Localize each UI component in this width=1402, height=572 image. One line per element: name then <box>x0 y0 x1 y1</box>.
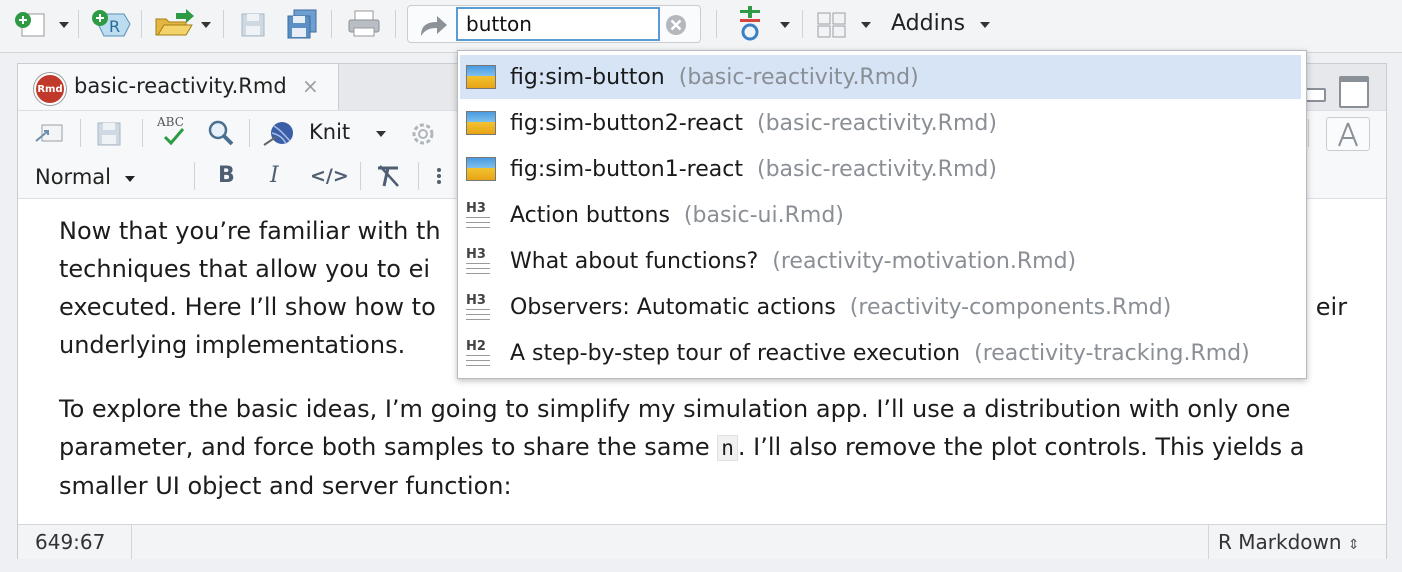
result-item[interactable]: H2 A step-by-step tour of reactive execu… <box>466 339 1250 367</box>
show-in-window-button[interactable] <box>32 119 66 147</box>
chevron-down-icon[interactable] <box>861 22 871 28</box>
new-file-icon <box>15 12 45 37</box>
code-button[interactable]: </> <box>310 165 349 187</box>
pane-layout-button[interactable] <box>815 10 849 40</box>
knit-icon[interactable] <box>262 117 302 149</box>
tab-basic-reactivity[interactable]: Rmd basic-reactivity.Rmd × <box>18 64 339 110</box>
chevron-down-icon[interactable] <box>201 22 211 28</box>
heading-icon: H3 <box>466 201 498 229</box>
paragraph-1: Now that you’re familiar with th techniq… <box>59 217 1348 359</box>
save-all-button[interactable] <box>284 8 320 40</box>
result-item[interactable]: fig:sim-button (basic-reactivity.Rmd) <box>460 55 1301 99</box>
visual-editor-toggle[interactable] <box>1326 117 1370 151</box>
version-control-button[interactable] <box>734 6 766 42</box>
new-project-icon: R <box>92 10 131 37</box>
clear-search-button[interactable] <box>664 13 688 37</box>
chevron-down-icon[interactable] <box>59 22 69 28</box>
result-item[interactable]: H3 Observers: Automatic actions (reactiv… <box>466 293 1172 321</box>
new-file-button[interactable] <box>10 9 50 39</box>
chevron-down-icon[interactable] <box>376 131 386 137</box>
document-content[interactable]: Now that you’re familiar with th techniq… <box>59 212 1359 531</box>
new-project-button[interactable]: R <box>90 8 132 40</box>
svg-text:R: R <box>109 17 120 36</box>
find-replace-button[interactable] <box>204 118 238 148</box>
inline-code: n <box>717 435 738 461</box>
print-button[interactable] <box>345 8 383 40</box>
search-results-popup: fig:sim-button (basic-reactivity.Rmd) fi… <box>457 50 1307 379</box>
chevron-down-icon[interactable] <box>780 22 790 28</box>
save-document-button[interactable] <box>94 120 124 148</box>
open-file-button[interactable] <box>152 9 196 39</box>
bold-button[interactable]: B <box>218 163 235 188</box>
rmd-file-icon: Rmd <box>34 73 66 105</box>
paragraph-2: To explore the basic ideas, I’m going to… <box>59 395 1305 500</box>
updown-icon: ⇕ <box>1347 537 1360 553</box>
heading-icon: H3 <box>466 247 498 275</box>
result-item[interactable]: H3 What about functions? (reactivity-mot… <box>466 247 1077 275</box>
addins-menu[interactable]: Addins <box>891 11 966 36</box>
heading-icon: H2 <box>466 339 498 367</box>
chevron-down-icon[interactable] <box>980 22 990 28</box>
close-icon[interactable]: × <box>302 74 319 98</box>
compass-icon <box>1338 122 1358 147</box>
tab-label: basic-reactivity.Rmd <box>74 74 287 98</box>
gear-icon[interactable] <box>408 119 438 149</box>
bullet-list-icon <box>437 168 441 184</box>
image-icon <box>466 65 496 89</box>
italic-button[interactable]: I <box>270 163 279 188</box>
popout-icon <box>35 124 63 142</box>
save-icon <box>241 13 265 37</box>
cursor-position: 649:67 <box>35 530 106 554</box>
grid-icon <box>817 12 846 38</box>
document-mode-select[interactable]: R Markdown ⇕ <box>1218 530 1360 554</box>
spellcheck-button[interactable]: ABC <box>155 115 193 149</box>
clear-icon <box>666 15 686 35</box>
save-icon <box>97 122 121 146</box>
folder-open-icon <box>155 9 194 36</box>
save-button[interactable] <box>237 10 269 40</box>
result-item[interactable]: H3 Action buttons (basic-ui.Rmd) <box>466 201 844 229</box>
git-icon <box>740 6 760 41</box>
magnifier-icon <box>208 120 234 146</box>
clear-formatting-button[interactable] <box>373 162 403 190</box>
result-item[interactable]: fig:sim-button1-react (basic-reactivity.… <box>460 147 1301 191</box>
heading-icon: H3 <box>466 293 498 321</box>
result-item[interactable]: fig:sim-button2-react (basic-reactivity.… <box>460 101 1301 145</box>
print-icon <box>348 10 380 37</box>
search-input[interactable] <box>456 7 660 41</box>
status-bar: 649:67 R Markdown ⇕ <box>18 524 1386 559</box>
bullet-list-button[interactable] <box>432 162 462 190</box>
go-to-icon <box>417 12 449 40</box>
main-toolbar: R <box>0 0 1402 53</box>
image-icon <box>466 111 496 135</box>
knit-button[interactable]: Knit <box>309 120 351 144</box>
chevron-down-icon[interactable] <box>125 176 135 182</box>
paragraph-format-select[interactable]: Normal <box>35 165 111 189</box>
clear-format-icon <box>378 165 399 187</box>
spellcheck-icon: ABC <box>155 115 193 149</box>
maximize-pane-icon[interactable] <box>1339 76 1369 108</box>
image-icon <box>466 157 496 181</box>
save-all-icon <box>287 9 317 39</box>
